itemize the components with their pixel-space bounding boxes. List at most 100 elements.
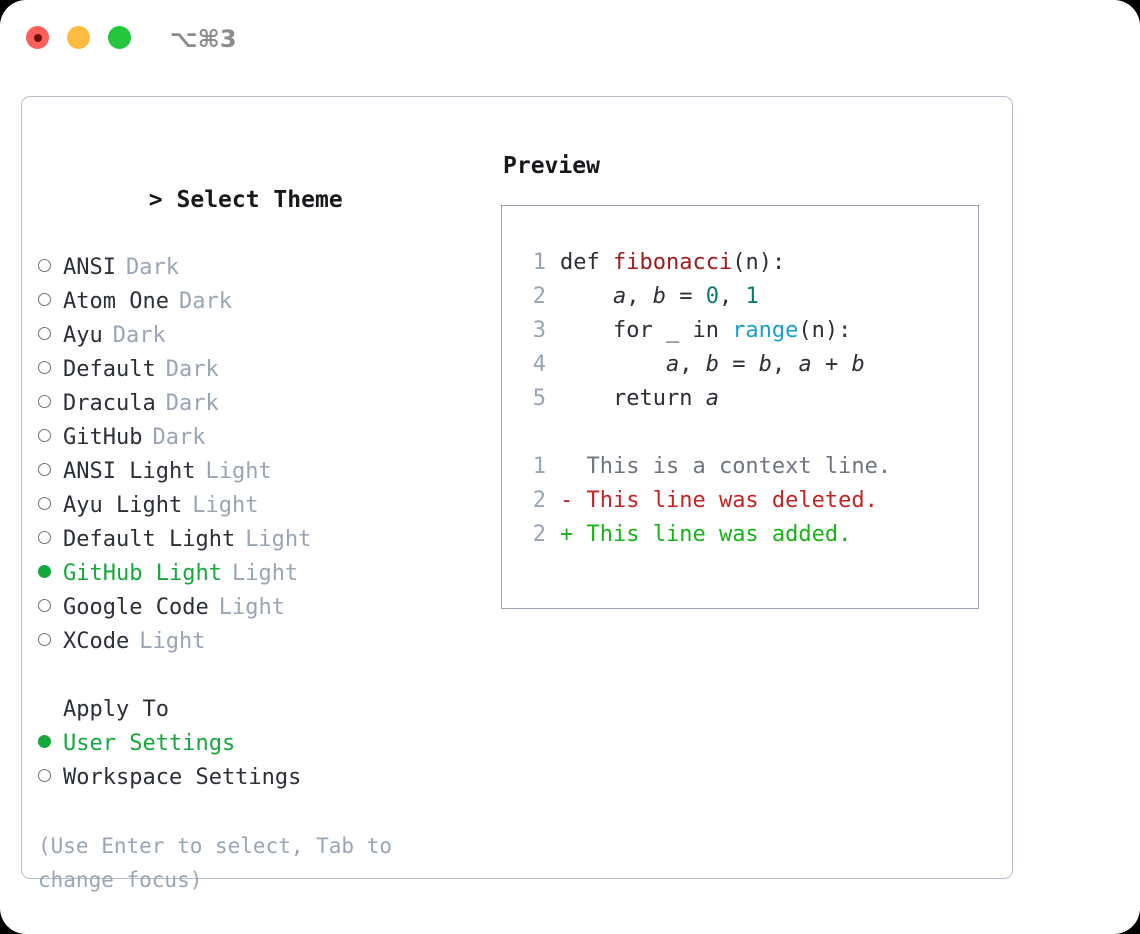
code-token-plain: , bbox=[718, 284, 746, 309]
diff-line-context: 1 This is a context line. bbox=[526, 450, 978, 484]
theme-option-xcode[interactable]: XCode Light bbox=[38, 625, 478, 659]
radio-unselected-icon[interactable] bbox=[38, 633, 51, 646]
theme-option-label: Ayu bbox=[63, 323, 103, 348]
code-token-var: a bbox=[798, 352, 812, 377]
radio-unselected-icon[interactable] bbox=[38, 497, 51, 510]
diff-line-deleted: 2- This line was deleted. bbox=[526, 484, 978, 518]
theme-option-label: Default Light bbox=[63, 527, 236, 552]
theme-variant-tag: Light bbox=[245, 527, 312, 552]
code-line-content: def fibonacci(n): bbox=[560, 246, 785, 280]
radio-unselected-icon[interactable] bbox=[38, 293, 51, 306]
code-token-plain bbox=[560, 352, 666, 377]
theme-option-default-light[interactable]: Default Light Light bbox=[38, 523, 478, 557]
theme-variant-tag: Dark bbox=[178, 289, 232, 314]
theme-variant-tag: Dark bbox=[125, 255, 179, 280]
select-theme-heading: > Select Theme bbox=[38, 149, 478, 251]
theme-option-atom-one[interactable]: Atom One Dark bbox=[38, 285, 478, 319]
radio-unselected-icon[interactable] bbox=[38, 531, 51, 544]
theme-variant-tag: Dark bbox=[165, 391, 219, 416]
theme-option-label: Atom One bbox=[63, 289, 169, 314]
code-token-plain: , bbox=[679, 352, 706, 377]
radio-unselected-icon[interactable] bbox=[38, 395, 51, 408]
prompt-caret-icon: > bbox=[148, 187, 163, 213]
close-button[interactable] bbox=[26, 26, 49, 49]
code-line-number: 2 bbox=[532, 284, 546, 309]
apply-to-option-user-settings[interactable]: User Settings bbox=[38, 727, 478, 761]
theme-option-label: XCode bbox=[63, 629, 130, 654]
radio-selected-icon[interactable] bbox=[38, 735, 51, 748]
code-line-content: a, b = b, a + b bbox=[560, 348, 865, 382]
theme-variant-tag: Light bbox=[218, 595, 285, 620]
theme-variant-tag: Dark bbox=[152, 425, 206, 450]
code-token-var: a bbox=[612, 284, 627, 309]
diff-marker: + bbox=[560, 522, 574, 547]
code-line: 2 a, b = 0, 1 bbox=[526, 280, 978, 314]
theme-option-github[interactable]: GitHub Dark bbox=[38, 421, 478, 455]
diff-line-number: 2 bbox=[532, 522, 546, 547]
radio-unselected-icon[interactable] bbox=[38, 259, 51, 272]
code-token-plain: , bbox=[771, 352, 799, 377]
theme-variant-tag: Light bbox=[231, 561, 299, 586]
radio-unselected-icon[interactable] bbox=[38, 327, 51, 340]
radio-unselected-icon[interactable] bbox=[38, 599, 51, 612]
diff-line-number: 1 bbox=[532, 454, 546, 479]
apply-to-option-workspace-settings[interactable]: Workspace Settings bbox=[38, 761, 478, 795]
code-line: 5 return a bbox=[526, 382, 978, 416]
code-token-var: b bbox=[652, 284, 666, 309]
radio-selected-icon[interactable] bbox=[38, 565, 51, 578]
code-diff-separator bbox=[526, 416, 978, 450]
code-token-plain: = bbox=[665, 284, 706, 309]
theme-option-label: ANSI Light bbox=[63, 459, 196, 484]
radio-unselected-icon[interactable] bbox=[38, 769, 51, 782]
code-line: 4 a, b = b, a + b bbox=[526, 348, 978, 382]
keyboard-hint: (Use Enter to select, Tab to change focu… bbox=[38, 834, 405, 892]
code-token-fn: fibonacci bbox=[612, 250, 733, 275]
theme-option-label: Default bbox=[63, 357, 156, 382]
diff-line-number: 2 bbox=[532, 488, 546, 513]
diff-line-content: This line was added. bbox=[573, 522, 852, 547]
code-token-plain: for _ in bbox=[560, 318, 733, 343]
code-token-plain: return bbox=[560, 386, 706, 411]
code-line-content: return a bbox=[560, 382, 719, 416]
theme-variant-tag: Light bbox=[192, 493, 259, 518]
theme-option-label: GitHub Light bbox=[63, 561, 222, 586]
minimize-button[interactable] bbox=[67, 26, 90, 49]
code-token-var: b bbox=[705, 352, 719, 377]
code-token-num: 1 bbox=[745, 284, 759, 309]
apply-to-option-label: User Settings bbox=[63, 731, 236, 756]
code-line: 1 def fibonacci(n): bbox=[526, 246, 978, 280]
theme-variant-tag: Light bbox=[139, 629, 206, 654]
theme-option-label: Dracula bbox=[63, 391, 156, 416]
maximize-button[interactable] bbox=[108, 26, 131, 49]
theme-variant-tag: Dark bbox=[165, 357, 219, 382]
radio-unselected-icon[interactable] bbox=[38, 429, 51, 442]
theme-option-github-light[interactable]: GitHub Light Light bbox=[38, 557, 478, 591]
code-token-var: a bbox=[705, 386, 719, 411]
code-token-builtin: range bbox=[732, 318, 799, 343]
keyboard-shortcut-label: ⌥⌘3 bbox=[170, 25, 237, 53]
theme-option-dracula[interactable]: Dracula Dark bbox=[38, 387, 478, 421]
code-token-var: b bbox=[758, 352, 772, 377]
theme-option-label: GitHub bbox=[63, 425, 143, 450]
diff-line-content: This line was deleted. bbox=[573, 488, 878, 513]
radio-unselected-icon[interactable] bbox=[38, 361, 51, 374]
traffic-lights bbox=[26, 26, 131, 49]
code-token-plain: (n): bbox=[798, 318, 852, 343]
code-token-plain: = bbox=[718, 352, 759, 377]
radio-unselected-icon[interactable] bbox=[38, 463, 51, 476]
code-token-plain: + bbox=[811, 352, 852, 377]
theme-option-default[interactable]: Default Dark bbox=[38, 353, 478, 387]
code-line-number: 1 bbox=[532, 250, 546, 275]
code-line-content: for _ in range(n): bbox=[560, 314, 851, 348]
